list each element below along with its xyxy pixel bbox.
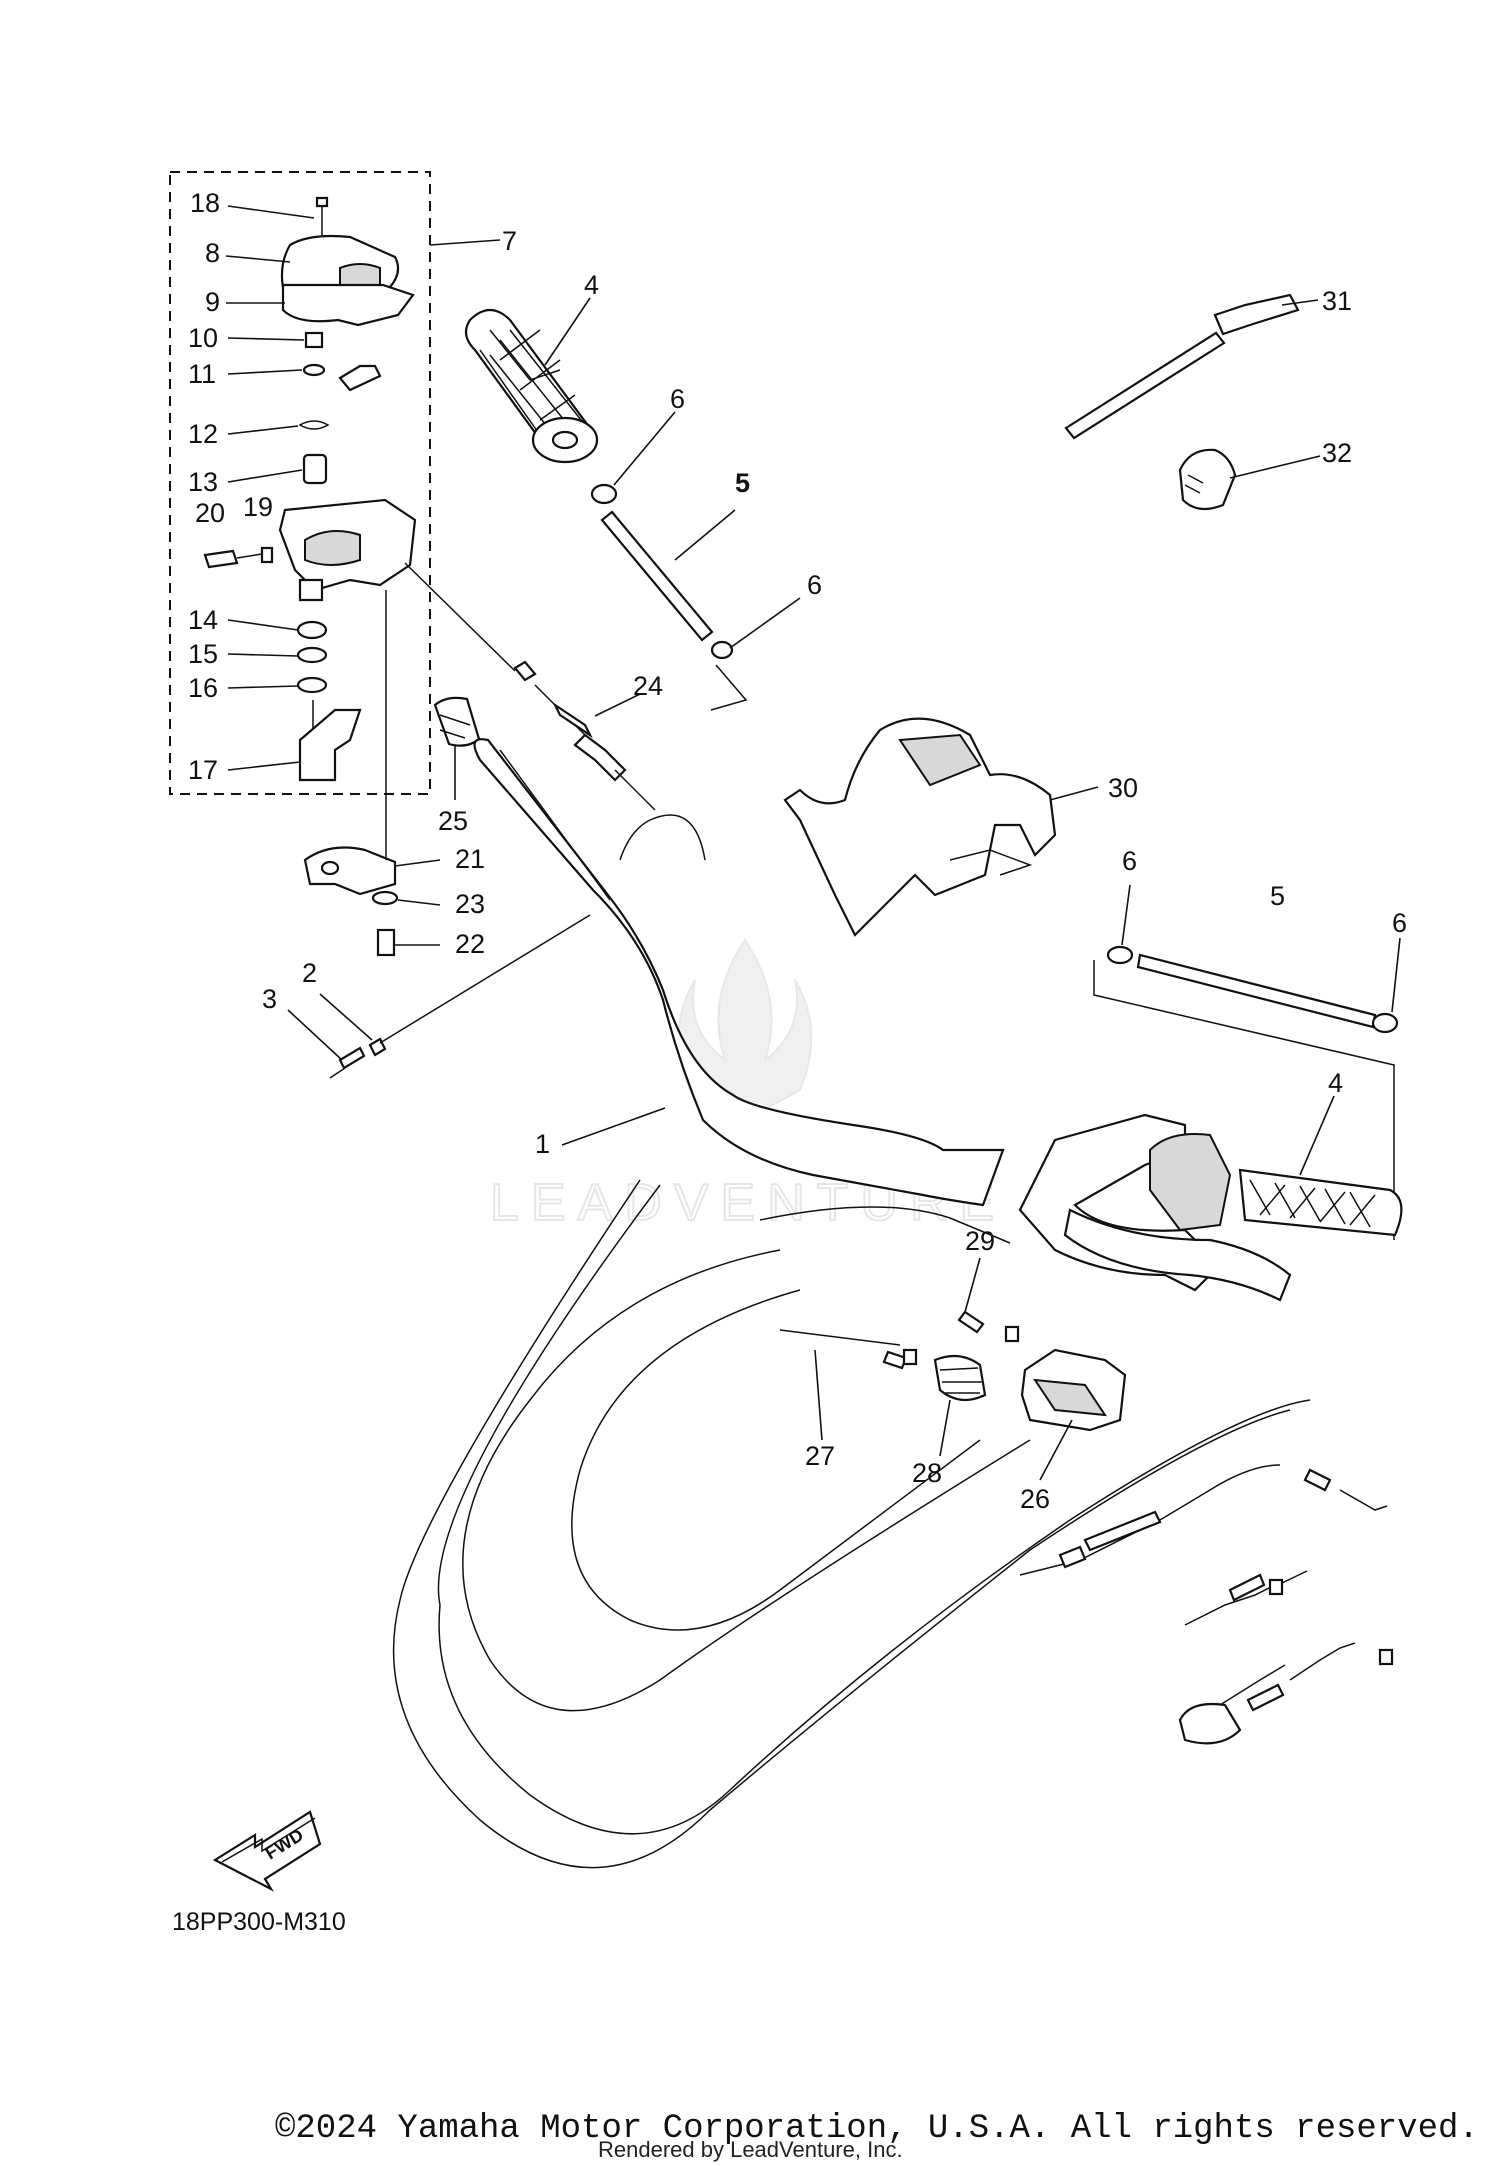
callout-labels: 18 8 7 9 10 11 12 13 20 19 14 15 16 17 4… [188, 188, 1407, 1514]
lever-cover [1020, 1348, 1127, 1432]
callout-10: 10 [188, 323, 218, 353]
callout-6-upper: 6 [670, 384, 685, 414]
callout-4-right: 4 [1328, 1068, 1343, 1098]
grip-left [464, 308, 748, 711]
callout-11: 11 [188, 359, 216, 389]
cable-ends [882, 1310, 1020, 1370]
callout-8: 8 [205, 238, 220, 268]
callout-23: 23 [455, 889, 485, 919]
lower-cables [1019, 1464, 1394, 1745]
callout-25: 25 [438, 806, 468, 836]
callout-13: 13 [188, 467, 218, 497]
callout-24: 24 [633, 671, 663, 701]
rendered-by: Rendered by LeadVenture, Inc. [598, 2137, 903, 2162]
diagram-code: 18PP300-M310 [172, 1908, 346, 1936]
handlebar [473, 738, 1005, 1207]
callout-21: 21 [455, 844, 485, 874]
bar-end [329, 914, 591, 1079]
control-cables [392, 1179, 1311, 1869]
callout-22: 22 [455, 929, 485, 959]
collar-25 [433, 696, 481, 747]
handlebar-clamp [303, 590, 399, 957]
right-grip [1018, 1113, 1403, 1302]
callout-1: 1 [535, 1129, 550, 1159]
callout-12: 12 [188, 419, 218, 449]
callout-5-right: 5 [1270, 881, 1285, 911]
callout-32: 32 [1322, 438, 1352, 468]
callout-31: 31 [1322, 286, 1352, 316]
cable-tie [1064, 293, 1300, 440]
handlebar-cover [783, 717, 1057, 937]
throttle-parts [203, 196, 417, 782]
callout-27: 27 [805, 1441, 835, 1471]
callout-30: 30 [1108, 773, 1138, 803]
fwd-arrow-icon: FWD [212, 1810, 322, 1892]
callout-17: 17 [188, 755, 218, 785]
callout-28: 28 [912, 1458, 942, 1488]
callout-15: 15 [188, 639, 218, 669]
callout-3: 3 [262, 984, 277, 1014]
callout-29: 29 [965, 1226, 995, 1256]
throttle-cable [404, 562, 656, 811]
callout-6-lower: 6 [807, 570, 822, 600]
callout-16: 16 [188, 673, 218, 703]
callout-20: 20 [195, 498, 225, 528]
throttle-assembly-box [169, 171, 431, 795]
clip [1178, 448, 1237, 511]
callout-18: 18 [190, 188, 220, 218]
callout-5-left: 5 [735, 468, 750, 498]
callout-26: 26 [1020, 1484, 1050, 1514]
callout-7: 7 [502, 226, 517, 256]
callout-19: 19 [243, 492, 273, 522]
right-grip-parts [1093, 945, 1399, 1240]
callout-14: 14 [188, 605, 218, 635]
adjuster [933, 1354, 987, 1402]
copyright-notice: ©2024 Yamaha Motor Corporation, U.S.A. A… [275, 2110, 1479, 2148]
callout-9: 9 [205, 287, 220, 317]
callout-4-left: 4 [584, 270, 599, 300]
callout-6-right-left: 6 [1122, 846, 1137, 876]
leader-lines [225, 205, 1401, 1481]
callout-2: 2 [302, 958, 317, 988]
callout-6-right-right: 6 [1392, 908, 1407, 938]
